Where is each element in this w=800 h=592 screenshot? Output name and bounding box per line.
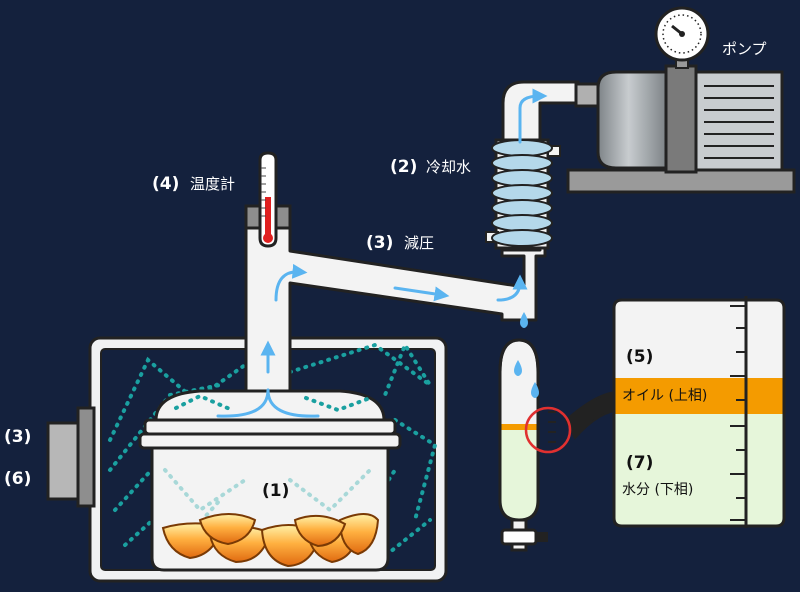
label-heater-top: (3): [4, 427, 31, 447]
magnified-beaker: [612, 296, 786, 528]
label-water-num: (7): [626, 453, 653, 473]
label-thermo-num: (4): [152, 174, 179, 194]
label-oil-text: オイル (上相): [622, 388, 707, 404]
label-vacuum-text: 減圧: [404, 234, 434, 252]
label-vacuum-num: (3): [366, 233, 393, 253]
fruit-slices: [161, 513, 380, 568]
condenser: [485, 80, 600, 252]
label-water-text: 水分 (下相): [622, 482, 693, 498]
magnifier-ring: [524, 406, 572, 454]
flow-arrows: [216, 88, 548, 418]
droplets: [514, 312, 539, 398]
separating-flask: [498, 338, 548, 552]
label-pump: ポンプ: [722, 40, 767, 58]
magnifier: [524, 390, 623, 454]
pressure-vessel: [138, 389, 402, 572]
label-vessel: (1): [262, 481, 289, 501]
label-condenser-num: (2): [390, 157, 417, 177]
thermometer: [258, 151, 278, 248]
label-heater-bottom: (6): [4, 469, 31, 489]
label-condenser-text: 冷却水: [426, 158, 471, 176]
label-thermo-text: 温度計: [190, 175, 235, 193]
heater-side-unit: [46, 406, 96, 508]
labels: (1) (3) 減圧 (2) 冷却水 (4) 温度計 (3) (6) ポンプ (…: [4, 40, 767, 501]
cooling-coil: [491, 139, 553, 247]
vacuum-pump: [566, 6, 796, 194]
label-oil-num: (5): [626, 347, 653, 367]
